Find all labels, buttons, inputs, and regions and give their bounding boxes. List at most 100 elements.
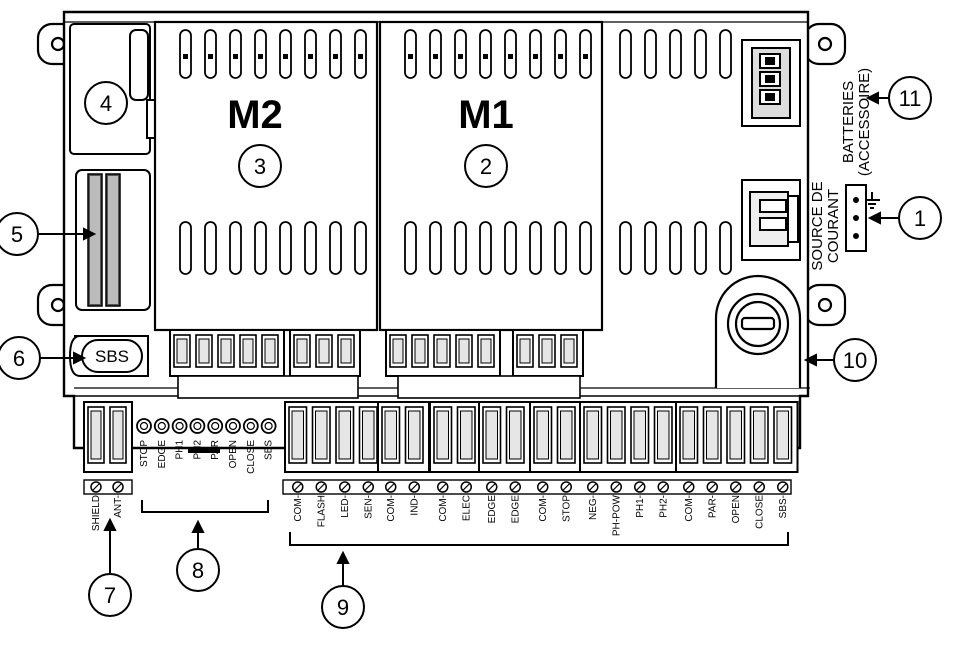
terminal-label: ELEC <box>461 495 472 521</box>
vent-slot <box>719 221 732 275</box>
motor-m2-terminal-b <box>289 329 361 377</box>
callout-8 <box>176 548 220 592</box>
led-label: OPEN <box>228 440 239 468</box>
callout-3-number: 3 <box>254 154 266 179</box>
callout-9 <box>321 585 365 629</box>
vent-slot <box>694 29 707 79</box>
vent-slot <box>619 221 632 275</box>
vent-contact <box>183 54 188 59</box>
terminal-label: EDGE <box>510 495 521 524</box>
vent-slot <box>579 221 592 275</box>
vent-slot <box>719 29 732 79</box>
power-label-line2: COURANT <box>825 189 842 263</box>
terminal-label: COM- <box>293 495 304 522</box>
terminal-label: PAR- <box>707 495 718 518</box>
led-label: SBS <box>264 440 275 460</box>
vent-slot <box>669 221 682 275</box>
callout-1 <box>898 196 942 240</box>
callout-6-number: 6 <box>13 346 25 371</box>
callout-7-number: 7 <box>104 583 116 608</box>
terminal-label: SBS- <box>778 495 789 518</box>
motor-terminal-blocks <box>169 329 584 399</box>
vent-slot <box>529 221 542 275</box>
callout-3 <box>238 144 282 188</box>
terminal-group-7 <box>675 401 799 473</box>
led-label: STOP <box>139 440 150 467</box>
vent-contact <box>533 54 538 59</box>
terminal-label: COM- <box>386 495 397 522</box>
vent-contact <box>408 54 413 59</box>
batteries-label-line1: BATTERIES <box>840 81 857 163</box>
callout-4 <box>84 81 128 125</box>
vent-contact <box>558 54 563 59</box>
terminal-group-5 <box>529 401 582 473</box>
batteries-label: BATTERIES (ACCESSOIRE) <box>840 68 873 176</box>
terminal-label: PH1- <box>635 495 646 518</box>
callout-6 <box>0 336 41 380</box>
vent-contact <box>333 54 338 59</box>
callout-10-number: 10 <box>843 348 867 373</box>
terminal-label: COM- <box>538 495 549 522</box>
terminal-label: SEN- <box>363 495 374 519</box>
terminal-group-6 <box>579 401 679 473</box>
callout-5-number: 5 <box>11 222 23 247</box>
motor-m1-terminal-b <box>512 329 584 377</box>
led-label: CLOSE <box>246 440 257 474</box>
vent-contact <box>433 54 438 59</box>
terminal-label: COM- <box>438 495 449 522</box>
vent-slot <box>454 221 467 275</box>
vent-slot <box>694 221 707 275</box>
vent-contact <box>483 54 488 59</box>
antenna-label: ANT- <box>113 495 124 518</box>
vent-contact <box>208 54 213 59</box>
antenna-terminals <box>83 401 133 473</box>
vent-contact <box>233 54 238 59</box>
bracket-leds <box>141 500 269 513</box>
slot-connector <box>87 173 121 307</box>
sbs-button[interactable]: SBS <box>68 335 149 377</box>
vent-contact <box>358 54 363 59</box>
terminal-group-3 <box>429 401 482 473</box>
terminal-label: PH-POW <box>611 494 622 536</box>
motor-m2-label: M2 <box>227 93 283 137</box>
callout-2 <box>464 144 508 188</box>
callout-5 <box>0 212 39 256</box>
callout-11-number: 11 <box>899 86 922 111</box>
vent-slot <box>229 221 242 275</box>
vent-slot <box>479 221 492 275</box>
vent-slot <box>279 221 292 275</box>
vent-slot <box>329 221 342 275</box>
terminal-label: FLASH <box>316 495 327 527</box>
vent-slot <box>619 29 632 79</box>
callouts <box>0 76 942 629</box>
terminal-label: OPEN <box>731 495 742 523</box>
battery-connector <box>741 39 801 127</box>
leader-lines <box>38 91 900 586</box>
terminal-label: NEG- <box>588 495 599 520</box>
callout-1-number: 1 <box>914 206 926 231</box>
terminal-label: PH2- <box>658 495 669 518</box>
callout-2-number: 2 <box>480 154 492 179</box>
vent-slot <box>504 221 517 275</box>
callout-7 <box>88 573 132 617</box>
terminal-group-2 <box>377 401 430 473</box>
power-source-label: SOURCE DE COURANT <box>809 181 842 270</box>
led-label: PH1 <box>175 440 186 460</box>
batteries-label-line2: (ACCESSOIRE) <box>856 68 873 176</box>
terminal-label: STOP <box>561 495 572 522</box>
terminal-label: IND- <box>409 495 420 516</box>
motor-m2-terminal-a <box>169 329 285 377</box>
terminal-label: EDGE <box>487 495 498 524</box>
vent-slot <box>254 221 267 275</box>
vent-contact <box>283 54 288 59</box>
power-socket-icon <box>845 184 880 252</box>
vent-slot <box>429 221 442 275</box>
power-connector <box>741 179 801 261</box>
vent-slots <box>179 29 732 275</box>
vent-slot <box>644 29 657 79</box>
vent-slot <box>204 221 217 275</box>
terminal-group-4 <box>478 401 531 473</box>
vent-slot <box>554 221 567 275</box>
